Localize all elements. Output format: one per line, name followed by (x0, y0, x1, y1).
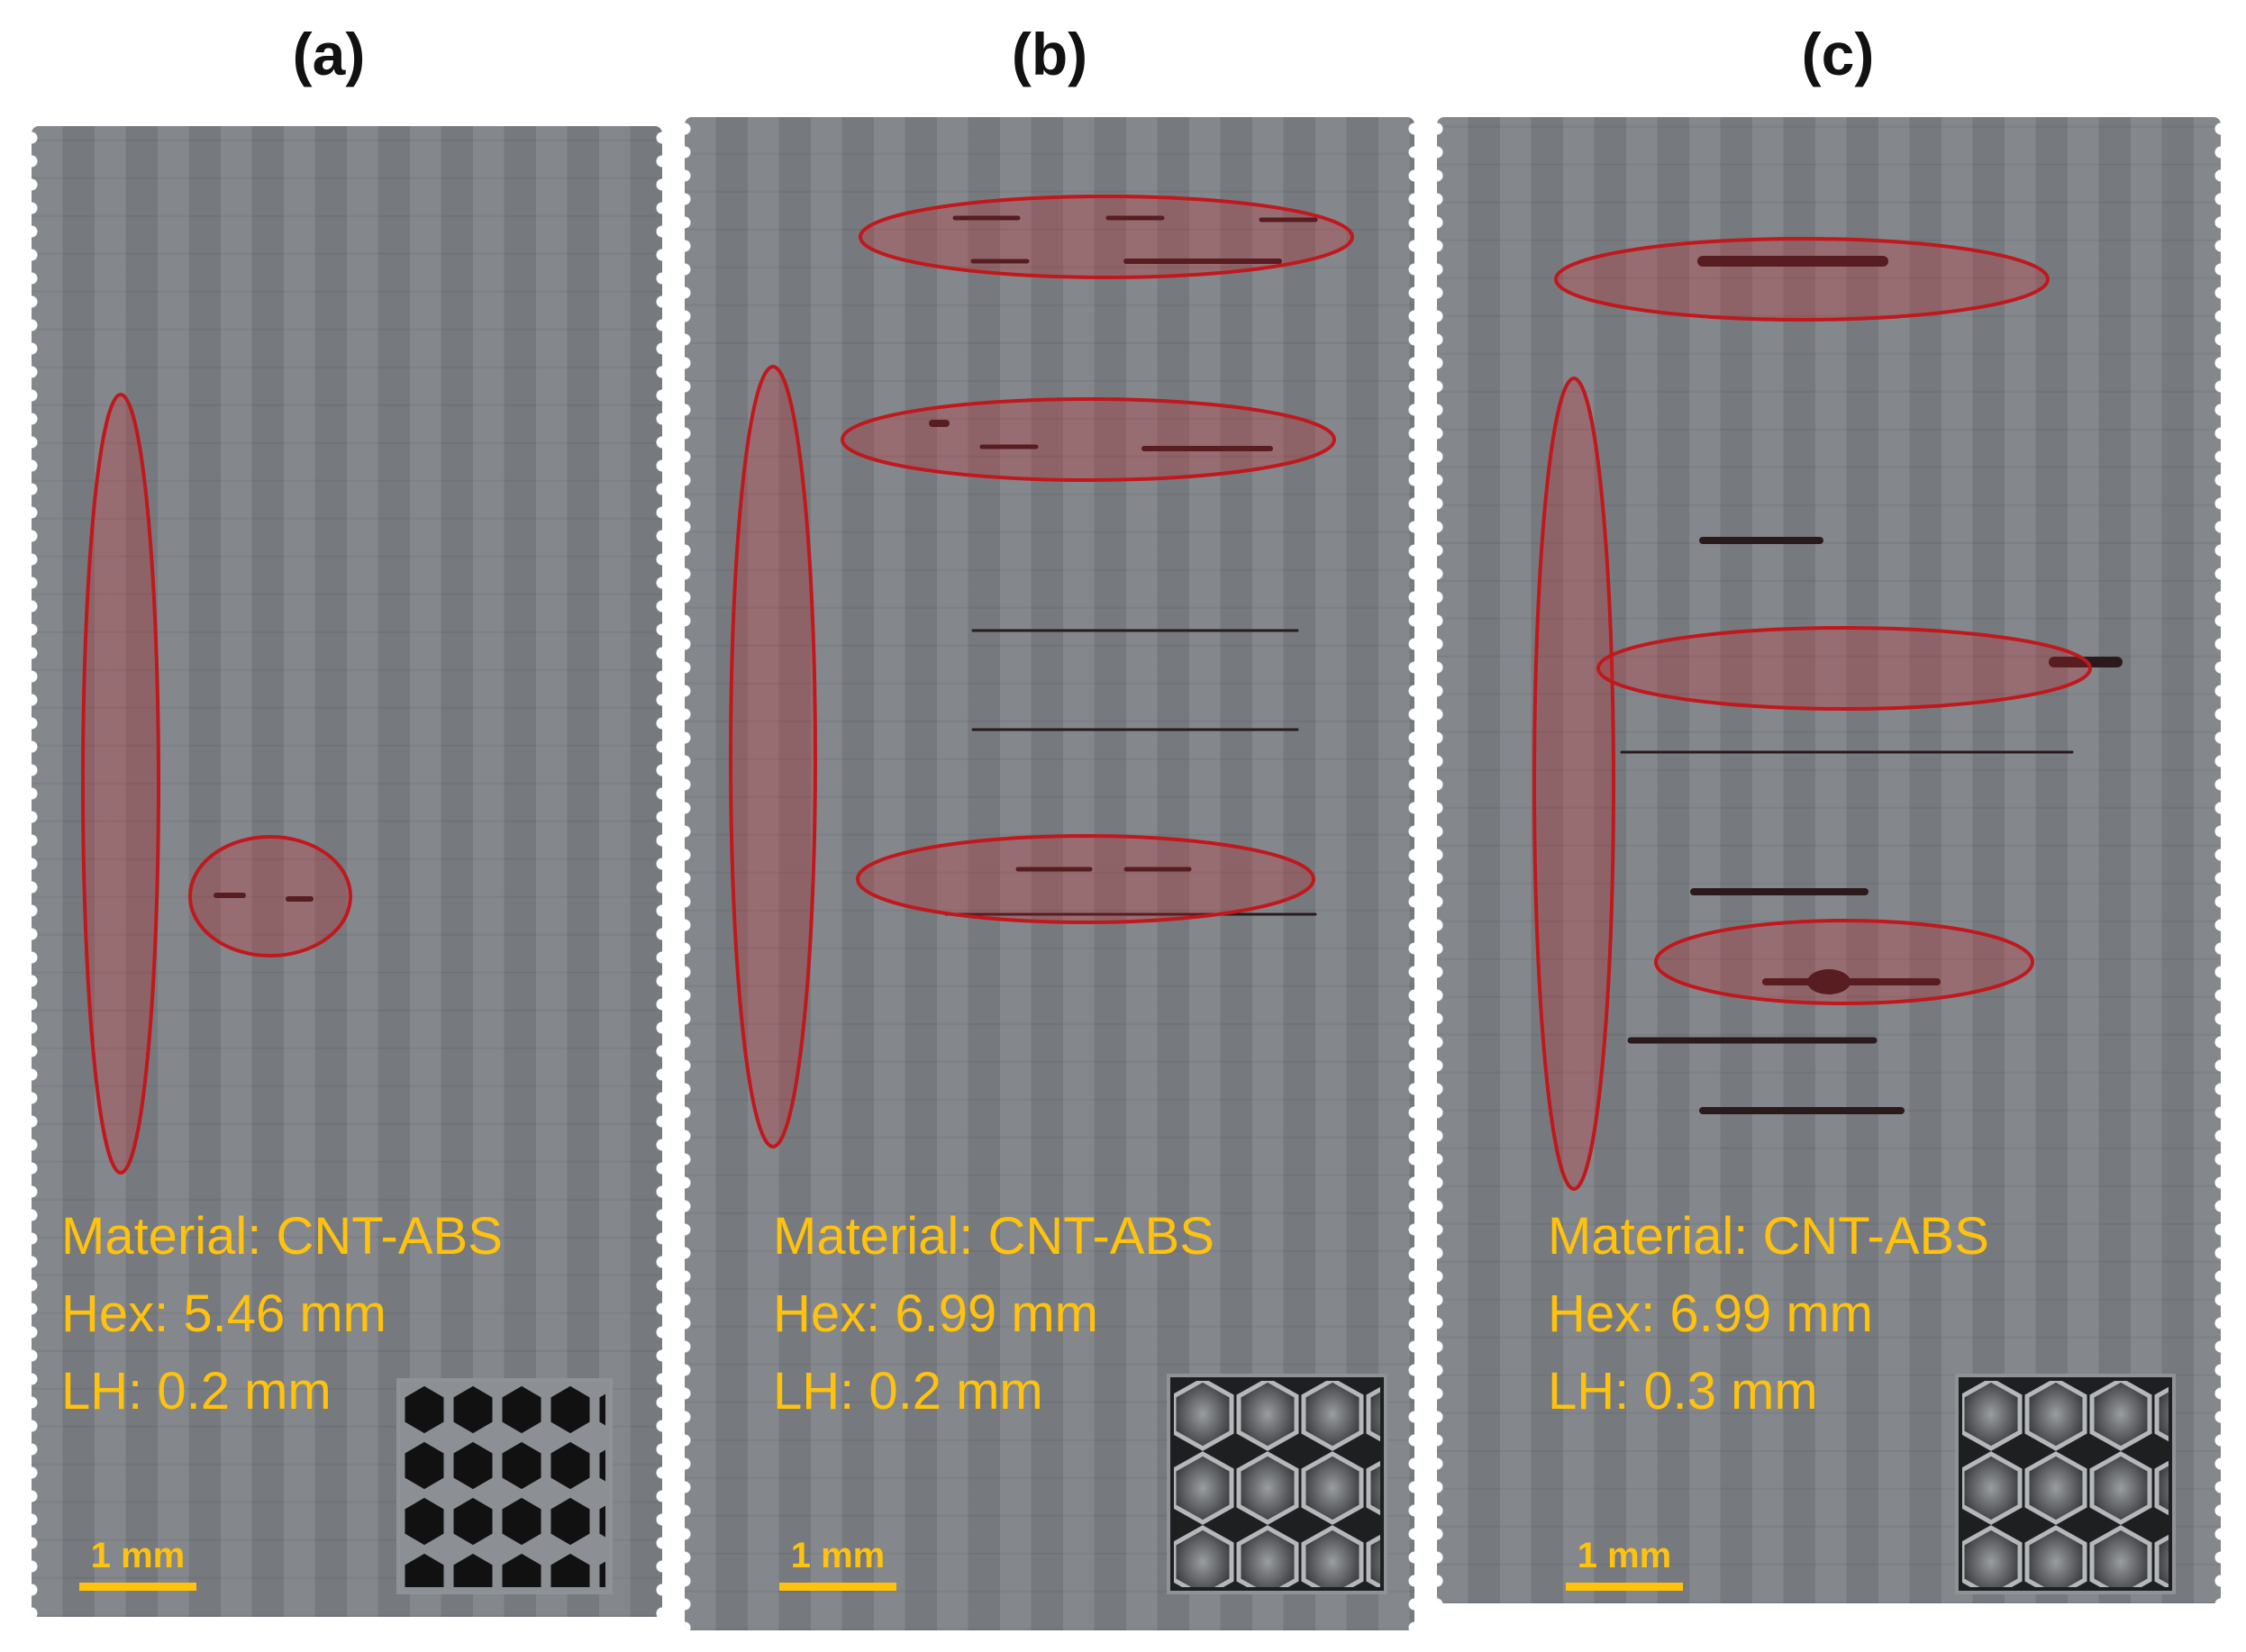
voids-b (929, 215, 1318, 916)
specimen-c-annotation: Material: CNT-ABS Hex: 6.99 mm LH: 0.3 m… (1548, 1198, 1989, 1430)
honeycomb-inset-b (1167, 1374, 1387, 1594)
material-label-a: Material: CNT-ABS (61, 1207, 503, 1266)
hex-label-c: Hex: 6.99 mm (1548, 1284, 1873, 1343)
layer-height-label-a: LH: 0.2 mm (61, 1362, 332, 1421)
highlight-a-small (188, 835, 352, 958)
scale-bar-label-b: 1 mm (790, 1536, 886, 1575)
highlight-b-lower (856, 834, 1315, 924)
highlight-b-middle (841, 397, 1336, 482)
highlight-ellipses (81, 195, 2092, 1191)
highlight-c-middle (1596, 626, 2092, 711)
specimen-c-micrograph (1437, 117, 2221, 1603)
specimen-a-micrograph (32, 126, 662, 1617)
scale-bar-line-a (79, 1583, 196, 1591)
panel-c-title: (c) (1801, 21, 1875, 87)
layer-height-label-c: LH: 0.3 mm (1548, 1362, 1818, 1421)
scale-bar-label-a: 1 mm (90, 1536, 186, 1575)
specimen-b-micrograph (685, 117, 1414, 1630)
specimen-a-annotation: Material: CNT-ABS Hex: 5.46 mm LH: 0.2 m… (61, 1198, 503, 1430)
scale-bar-line-c (1566, 1583, 1683, 1591)
panel-b-title: (b) (1011, 21, 1088, 87)
highlight-a-vertical (81, 393, 160, 1175)
highlight-c-top (1554, 237, 2050, 322)
voids-a (214, 893, 314, 902)
material-label-c: Material: CNT-ABS (1548, 1207, 1989, 1266)
scale-bar-line-b (779, 1583, 896, 1591)
honeycomb-pattern-b (1170, 1377, 1384, 1591)
honeycomb-pattern-c (1959, 1377, 2172, 1591)
layer-height-label-b: LH: 0.2 mm (773, 1362, 1043, 1421)
highlight-b-top (859, 195, 1354, 279)
honeycomb-pattern-a (400, 1382, 609, 1591)
scale-bar-label-c: 1 mm (1577, 1536, 1672, 1575)
honeycomb-inset-a (396, 1378, 613, 1594)
panel-a-title: (a) (292, 21, 366, 87)
highlight-b-vertical (729, 365, 817, 1148)
material-label-b: Material: CNT-ABS (773, 1207, 1214, 1266)
hex-label-b: Hex: 6.99 mm (773, 1284, 1098, 1343)
hex-label-a: Hex: 5.46 mm (61, 1284, 386, 1343)
highlight-c-lower (1654, 919, 2034, 1005)
highlight-c-vertical (1532, 377, 1615, 1191)
honeycomb-inset-c (1955, 1374, 2176, 1594)
specimen-b-annotation: Material: CNT-ABS Hex: 6.99 mm LH: 0.2 m… (773, 1198, 1214, 1430)
